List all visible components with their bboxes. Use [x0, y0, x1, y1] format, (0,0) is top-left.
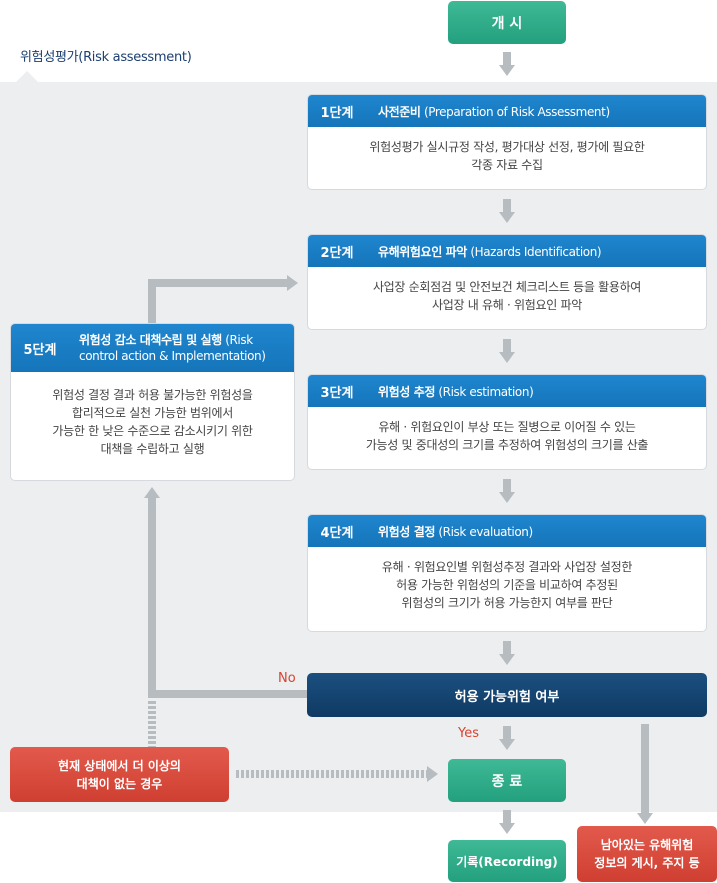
step2-header: 2단계 유해위험요인 파악 (Hazards Identification) [308, 235, 706, 267]
step3-header: 3단계 위험성 추정 (Risk estimation) [308, 375, 706, 407]
step1-header: 1단계 사전준비 (Preparation of Risk Assessment… [308, 95, 706, 127]
dashed-connector-vertical [148, 701, 156, 747]
loop-horizontal [148, 279, 287, 287]
decision-node: 허용 가능위험 여부 [307, 673, 707, 717]
yes-label: Yes [458, 726, 479, 741]
loop-vertical [148, 279, 156, 323]
step4-header: 4단계 위험성 결정 (Risk evaluation) [308, 515, 706, 547]
arrow-into-residual [637, 813, 653, 824]
no-branch-horizontal [148, 690, 307, 698]
step5-header: 5단계 위험성 감소 대책수립 및 실행 (Risk control actio… [11, 324, 294, 372]
section-label: 위험성평가(Risk assessment) [20, 50, 192, 65]
arrow-end-to-recording [499, 810, 515, 836]
start-label: 개 시 [491, 15, 523, 32]
end-label: 종 료 [491, 773, 523, 790]
step5-number: 5단계 [23, 342, 57, 358]
recording-label: 기록(Recording) [456, 854, 558, 869]
step4-box: 4단계 위험성 결정 (Risk evaluation) 유해 · 위험요인별 … [307, 514, 707, 632]
step2-title: 유해위험요인 파악 (Hazards Identification) [378, 244, 602, 259]
arrow-start-to-step1 [499, 52, 515, 78]
step3-number: 3단계 [320, 385, 354, 401]
step5-title: 위험성 감소 대책수립 및 실행 (Risk control action & … [79, 333, 266, 363]
start-node: 개 시 [448, 1, 566, 44]
step3-box: 3단계 위험성 추정 (Risk estimation) 유해 · 위험요인이 … [307, 374, 707, 470]
step5-box: 5단계 위험성 감소 대책수립 및 실행 (Risk control actio… [10, 323, 295, 481]
arrow-into-step2 [287, 275, 298, 291]
step2-box: 2단계 유해위험요인 파악 (Hazards Identification) 사… [307, 234, 707, 330]
step3-title: 위험성 추정 (Risk estimation) [378, 384, 534, 399]
arrow-into-end [427, 766, 438, 782]
arrow-step2-to-step3 [499, 339, 515, 365]
no-branch-vertical [148, 498, 156, 698]
dashed-connector-horizontal [236, 770, 427, 778]
arrow-step4-to-decision [499, 641, 515, 667]
arrow-step3-to-step4 [499, 479, 515, 505]
arrow-decision-to-end [499, 726, 515, 752]
step1-title: 사전준비 (Preparation of Risk Assessment) [378, 104, 610, 119]
step2-number: 2단계 [320, 245, 354, 261]
step4-title: 위험성 결정 (Risk evaluation) [378, 524, 533, 539]
arrow-into-step5 [144, 487, 160, 498]
end-node: 종 료 [448, 759, 566, 802]
recording-node: 기록(Recording) [448, 840, 566, 882]
decision-label: 허용 가능위험 여부 [454, 689, 560, 705]
step4-number: 4단계 [320, 525, 354, 541]
no-label: No [278, 671, 296, 686]
step1-box: 1단계 사전준비 (Preparation of Risk Assessment… [307, 94, 707, 190]
step1-number: 1단계 [320, 105, 354, 121]
arrow-step1-to-step2 [499, 199, 515, 225]
residual-connector [641, 724, 649, 814]
panel-notch [16, 71, 38, 82]
